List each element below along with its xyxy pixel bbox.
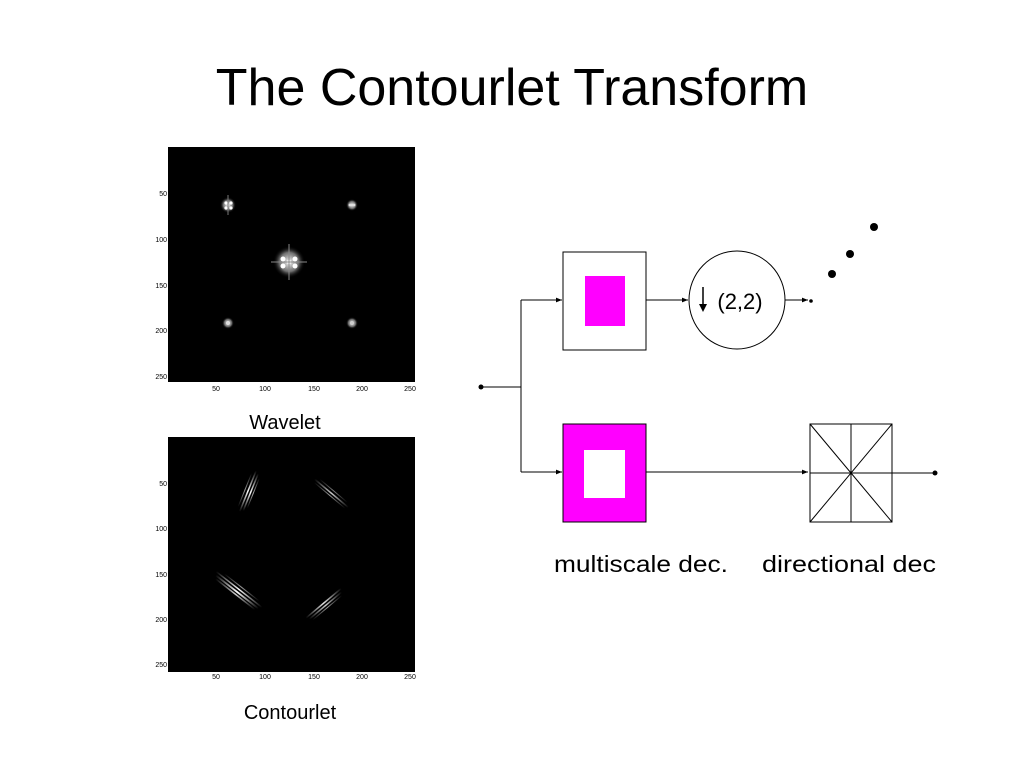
lowpass-passband	[585, 276, 625, 326]
contourlet-ytick: 150	[155, 572, 167, 579]
next-stage-node	[809, 299, 813, 303]
wavelet-ytick: 100	[155, 237, 167, 244]
contourlet-feature-upperleft	[237, 470, 260, 512]
contourlet-plot: 50 100 150 200 250 50 100 150 200 250	[155, 437, 416, 681]
wavelet-feature-bottomright	[346, 317, 358, 329]
wavelet-feature-topright	[346, 199, 358, 211]
downsample-label: (2,2)	[717, 289, 762, 314]
contourlet-caption: Contourlet	[243, 702, 337, 724]
page-title: The Contourlet Transform	[215, 59, 809, 117]
contourlet-feature-upperright	[314, 478, 349, 509]
contourlet-image	[168, 437, 415, 672]
contourlet-feature-lowerleft	[215, 570, 263, 611]
directional-label: directional dec	[762, 551, 936, 577]
directional-filter-bank	[809, 423, 893, 523]
wavelet-xtick: 250	[404, 386, 416, 393]
contourlet-ytick: 200	[155, 617, 167, 624]
contourlet-xtick: 100	[259, 674, 271, 681]
down-arrow-head-icon	[699, 304, 707, 312]
wavelet-xtick: 50	[212, 386, 220, 393]
wavelet-ytick: 150	[155, 283, 167, 290]
contourlet-xtick: 150	[308, 674, 320, 681]
wavelet-feature-center	[271, 244, 307, 280]
contourlet-ytick: 250	[155, 662, 167, 669]
wavelet-plot: 50 100 150 200 250 50 100 150 200 250	[155, 147, 416, 393]
contourlet-ytick: 50	[159, 481, 167, 488]
wavelet-xtick: 200	[356, 386, 368, 393]
contourlet-xtick: 50	[212, 674, 220, 681]
multiscale-label: multiscale dec.	[554, 551, 728, 577]
contourlet-ytick: 100	[155, 526, 167, 533]
highpass-stopband	[584, 450, 625, 498]
wavelet-feature-topleft	[220, 195, 236, 215]
wavelet-xtick: 100	[259, 386, 271, 393]
wavelet-xtick: 150	[308, 386, 320, 393]
wavelet-feature-bottomleft	[222, 317, 234, 329]
output-node	[932, 470, 938, 476]
block-diagram: (2,2) multiscale dec. directional dec	[478, 223, 938, 577]
contourlet-xtick: 200	[356, 674, 368, 681]
contourlet-xtick: 250	[404, 674, 416, 681]
continuation-dot	[828, 270, 836, 278]
continuation-dot	[870, 223, 878, 231]
wavelet-ytick: 250	[155, 374, 167, 381]
continuation-dot	[846, 250, 854, 258]
wavelet-ytick: 50	[159, 191, 167, 198]
wavelet-ytick: 200	[155, 328, 167, 335]
wavelet-caption: Wavelet	[249, 412, 321, 434]
contourlet-feature-lowerright	[305, 587, 343, 621]
